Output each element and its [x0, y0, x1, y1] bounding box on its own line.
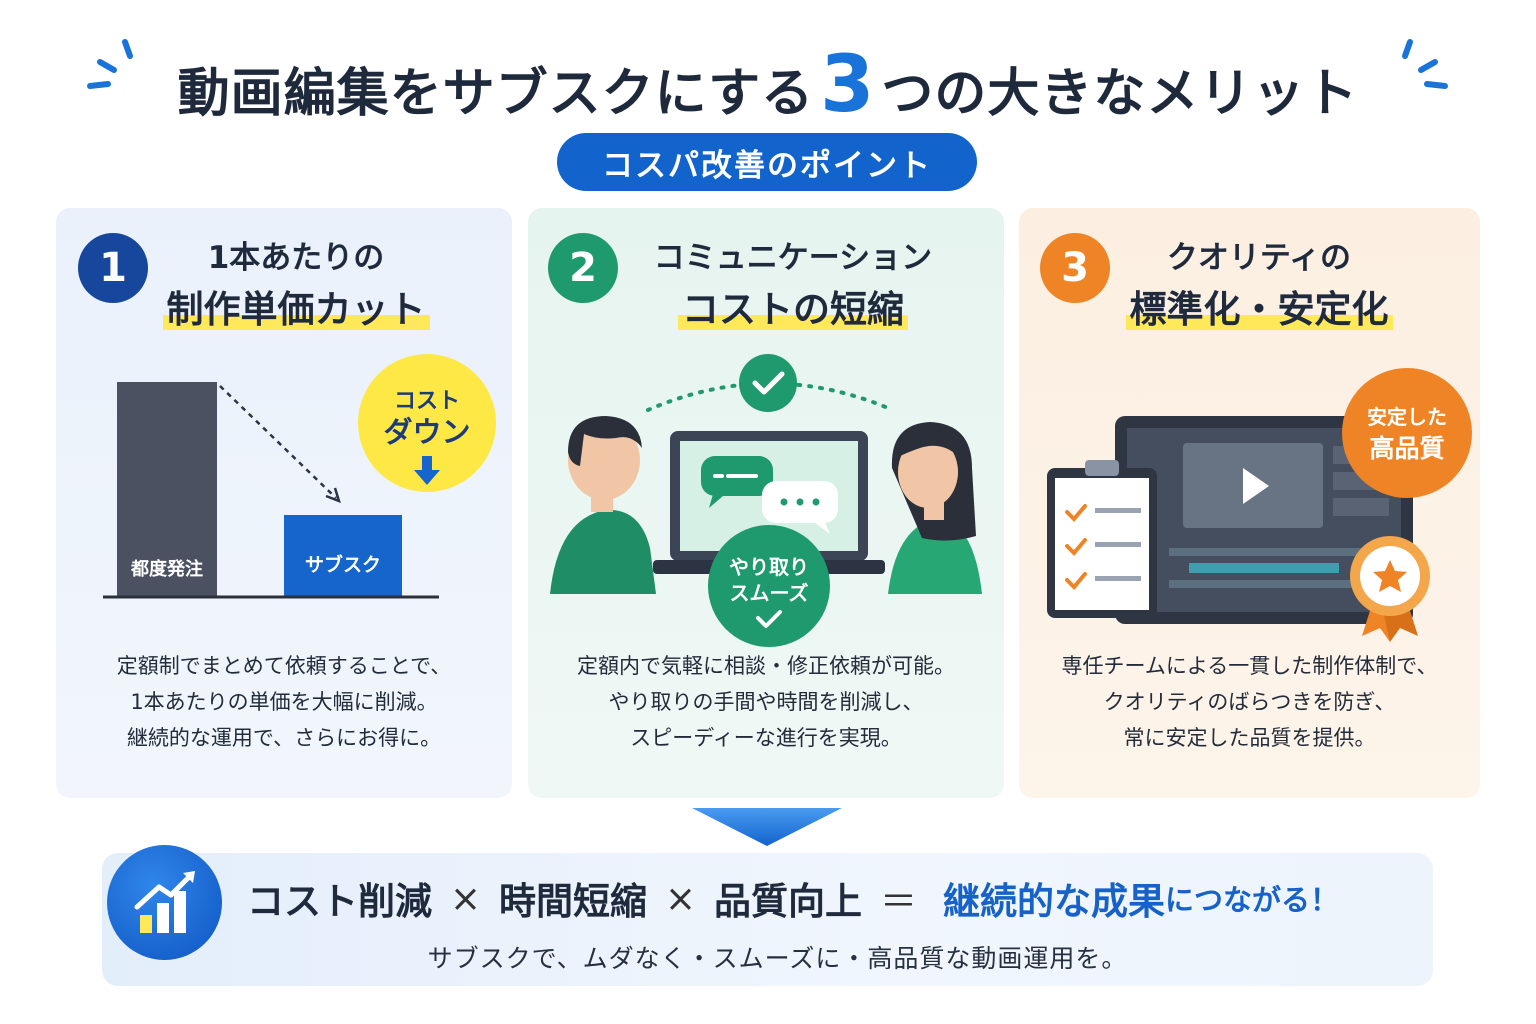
- down-arrow-icon: [414, 456, 440, 485]
- bar-label-after: サブスク: [305, 553, 381, 576]
- card-description: 専任チームによる一貫した制作体制で、 クオリティのばらつきを防ぎ、 常に安定した…: [1019, 648, 1480, 756]
- desc-line: クオリティのばらつきを防ぎ、: [1103, 690, 1396, 714]
- desc-line: 常に安定した品質を提供。: [1123, 726, 1376, 750]
- summary-tagline: サブスクで、ムダなく・スムーズに・高品質な動画運用を。: [427, 944, 1128, 973]
- woman-figure: [888, 422, 982, 594]
- card-heading-line2: 制作単価カット: [162, 286, 430, 334]
- card-heading-line2: コストの短縮: [678, 286, 908, 334]
- cost-down-badge: [358, 354, 496, 492]
- card-quality: 3 クオリティの 標準化・安定化: [1019, 208, 1480, 798]
- growth-chart-icon: [107, 845, 222, 960]
- title-number: 3: [820, 40, 876, 130]
- card-heading: 1本あたりの 制作単価カット: [156, 236, 436, 334]
- down-triangle-icon: [692, 808, 842, 846]
- term-time-reduction: 時間短縮: [499, 880, 648, 923]
- card-heading: クオリティの 標準化・安定化: [1099, 236, 1419, 334]
- card-description: 定額制でまとめて依頼することで、 1本あたりの単価を大幅に削減。 継続的な運用で…: [56, 648, 512, 756]
- smooth-line2: スムーズ: [730, 581, 809, 605]
- times-operator: ×: [665, 876, 697, 920]
- stable-quality-line1: 安定した: [1367, 405, 1447, 429]
- card-communication: 2 コミュニケーション コストの短縮: [528, 208, 1004, 798]
- checklist-items: [1065, 504, 1141, 590]
- sparkle-left-icon: [87, 39, 133, 89]
- check-icon: [756, 610, 782, 628]
- stable-quality-line2: 高品質: [1369, 434, 1444, 463]
- desc-line: 継続的な運用で、さらにお得に。: [126, 726, 442, 750]
- stable-quality-badge: [1342, 368, 1472, 498]
- award-medal-icon: [1350, 536, 1430, 642]
- title-suffix: つの大きなメリット: [881, 64, 1359, 124]
- subtitle-pill: コスパ改善のポイント: [557, 133, 977, 191]
- title-prefix: 動画編集をサブスクにする: [177, 64, 815, 124]
- card-heading-line1: コミュニケーション: [653, 240, 933, 276]
- smooth-badge: [708, 525, 830, 647]
- man-figure: [550, 416, 656, 594]
- summary-result-tail: につながる！: [1165, 883, 1340, 917]
- card-heading: コミュニケーション コストの短縮: [618, 236, 968, 334]
- cost-bar-illustration: 都度発注 サブスク コスト ダウン: [103, 354, 496, 599]
- card-number-badge: 1: [78, 233, 148, 303]
- communication-illustration: やり取り スムーズ: [550, 354, 982, 647]
- cost-down-line2: ダウン: [383, 415, 470, 449]
- summary-formula: コスト削減 × 時間短縮 × 品質向上 ＝ 継続的な成果 につながる！: [247, 871, 1339, 925]
- term-quality-improvement: 品質向上: [714, 880, 863, 923]
- desc-line: やり取りの手間や時間を削減し、: [608, 690, 924, 714]
- card-heading-line1: クオリティの: [1166, 240, 1352, 276]
- bar-label-before: 都度発注: [130, 558, 203, 580]
- desc-line: 定額制でまとめて依頼することで、: [116, 654, 452, 678]
- card-cost-cut: 1 1本あたりの 制作単価カット 都度発注 サブスク コスト ダウン 定額制でま…: [56, 208, 512, 798]
- desc-line: 1本あたりの単価を大幅に削減。: [130, 690, 438, 714]
- card-description: 定額内で気軽に相談・修正依頼が可能。 やり取りの手間や時間を削減し、 スピーディ…: [528, 648, 1004, 756]
- top-check-badge: [739, 354, 797, 412]
- equals-operator: ＝: [880, 880, 918, 923]
- desc-line: 専任チームによる一貫した制作体制で、: [1061, 654, 1438, 678]
- quality-illustration: 安定した 高品質: [1047, 368, 1472, 642]
- smooth-line1: やり取り: [729, 555, 809, 579]
- bar-after: [284, 515, 402, 597]
- card-number-badge: 3: [1040, 233, 1110, 303]
- term-cost-reduction: コスト削減: [247, 880, 432, 923]
- bar-before: [117, 382, 217, 597]
- play-icon: [1243, 468, 1269, 504]
- card-heading-line1: 1本あたりの: [207, 240, 385, 276]
- sparkle-right-icon: [1402, 39, 1448, 89]
- dotted-trend-arrow: [219, 385, 337, 499]
- times-operator: ×: [450, 876, 482, 920]
- summary-result: 継続的な成果: [943, 880, 1166, 923]
- card-number-badge: 2: [548, 233, 618, 303]
- desc-line: スピーディーな進行を実現。: [630, 726, 902, 750]
- check-icon: [752, 371, 785, 395]
- cost-down-line1: コスト: [394, 389, 460, 414]
- desc-line: 定額内で気軽に相談・修正依頼が可能。: [577, 654, 955, 678]
- summary-banner: コスト削減 × 時間短縮 × 品質向上 ＝ 継続的な成果 につながる！ サブスク…: [102, 845, 1433, 986]
- card-heading-line2: 標準化・安定化: [1125, 286, 1393, 334]
